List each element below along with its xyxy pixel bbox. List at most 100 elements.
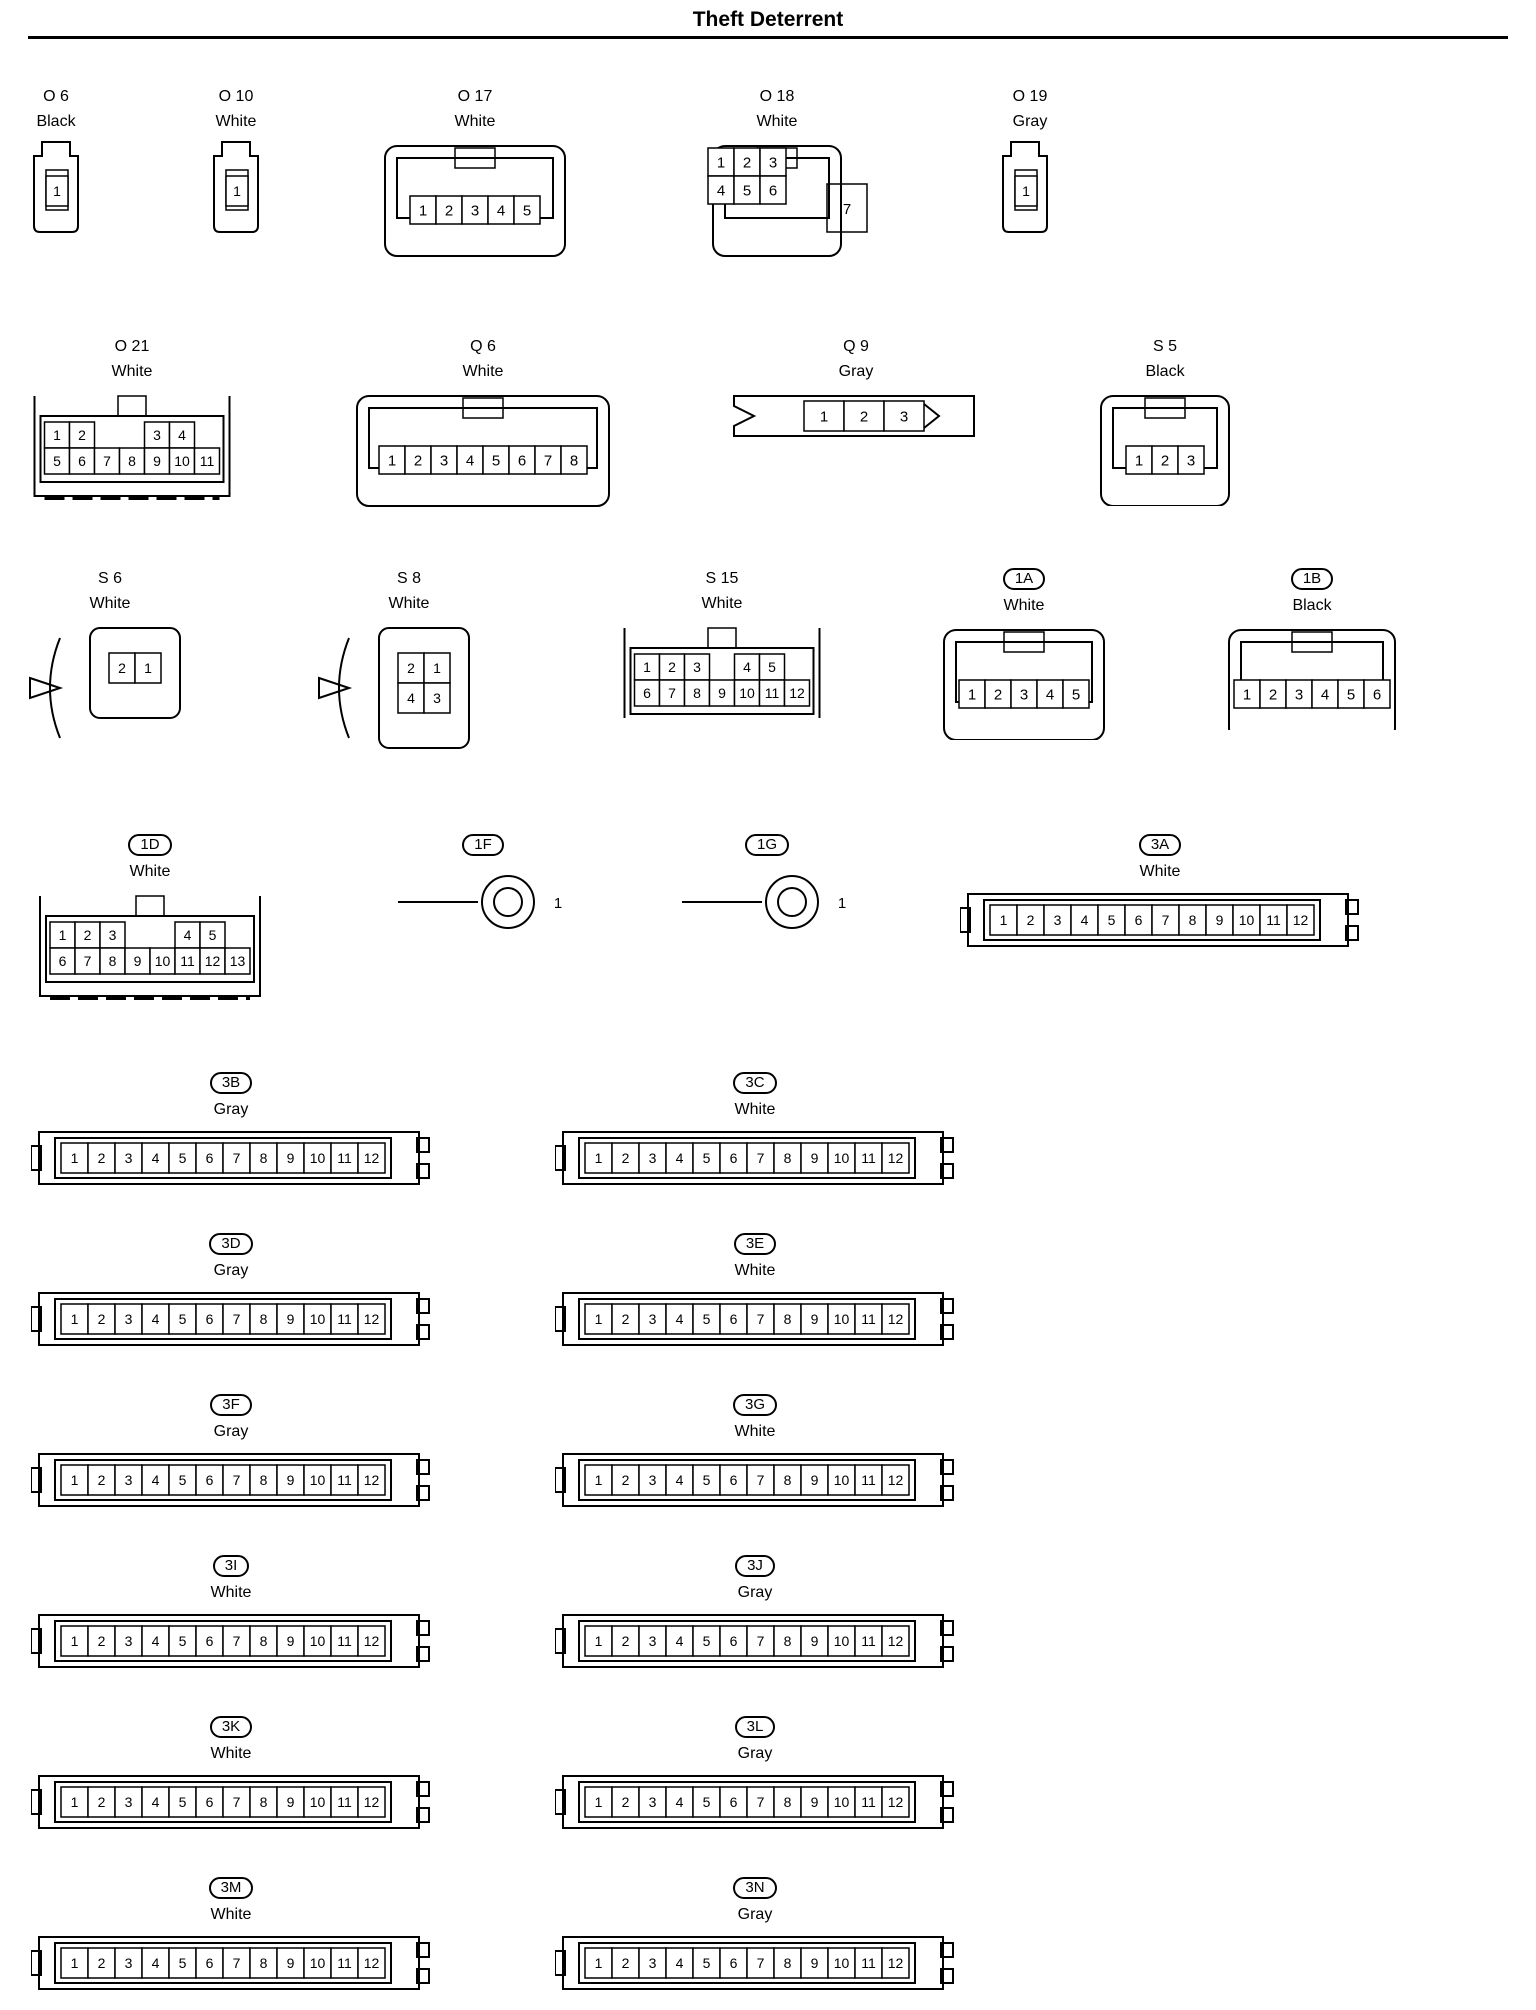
pin-cell — [1097, 904, 1126, 936]
connector-outline — [983, 899, 1321, 941]
pin-label: 1 — [71, 1311, 79, 1327]
pin-label: 1 — [1243, 686, 1251, 703]
pin-label: 7 — [233, 1472, 241, 1488]
pin-label: 12 — [205, 953, 221, 969]
pin-cell — [692, 1786, 721, 1818]
pin-label: 2 — [622, 1311, 630, 1327]
pin-cell — [854, 1947, 883, 1979]
pin-label: 11 — [200, 453, 215, 469]
connector-id: S 15 — [705, 570, 739, 587]
connector-outline — [31, 1467, 42, 1493]
pin-cell — [719, 1625, 748, 1657]
connector-color: White — [111, 363, 153, 380]
pin-cell — [708, 679, 736, 707]
pin-label: 4 — [184, 927, 192, 943]
pin-cell — [397, 652, 425, 684]
pin-label: 8 — [109, 953, 117, 969]
connector-color: White — [454, 113, 496, 130]
pin-label: 7 — [233, 1150, 241, 1166]
pin-label: 1 — [595, 1472, 603, 1488]
pin-label: 1 — [643, 659, 651, 675]
ring-terminal — [765, 875, 819, 929]
pin-label: 4 — [1081, 912, 1089, 928]
pin-label: 10 — [310, 1150, 326, 1166]
pin-cell — [249, 1464, 278, 1496]
pin-label: 3 — [1187, 452, 1195, 469]
pin-cell — [141, 1303, 170, 1335]
pin-label: 4 — [676, 1633, 684, 1649]
connector-1f: 1F 1 — [388, 834, 578, 942]
pin-label: 4 — [178, 427, 186, 443]
pin-label: 12 — [364, 1794, 380, 1810]
connector-id: 3L — [734, 1716, 776, 1738]
pin-label: 3 — [125, 1311, 133, 1327]
pin-label: 10 — [834, 1311, 850, 1327]
connector-color: Black — [1145, 363, 1185, 380]
pin-cell — [1010, 679, 1038, 709]
pin-label: 7 — [843, 201, 851, 218]
pin-label: 3 — [649, 1311, 657, 1327]
pin-label: 9 — [811, 1150, 819, 1166]
pin-label: 3 — [900, 408, 908, 425]
pin-label: 11 — [861, 1472, 876, 1488]
pin-label: 10 — [310, 1472, 326, 1488]
connector-outline — [416, 1163, 430, 1179]
pin-label: 1 — [968, 686, 976, 703]
connector-latch — [117, 395, 147, 417]
pin-label: 13 — [230, 953, 246, 969]
connector-outline — [38, 1131, 420, 1185]
connector-outline — [416, 1324, 430, 1340]
connector-outline — [38, 1292, 420, 1346]
pin-label: 2 — [622, 1955, 630, 1971]
pin-label: 5 — [1072, 686, 1080, 703]
pin-label: 2 — [622, 1633, 630, 1649]
pin-cell — [303, 1625, 332, 1657]
pin-label: 11 — [1266, 912, 1281, 928]
pin-cell — [1062, 679, 1090, 709]
page-title: Theft Deterrent — [692, 8, 844, 31]
pin-cell — [114, 1464, 143, 1496]
pin-label: 12 — [888, 1472, 904, 1488]
connector-latch — [707, 627, 737, 649]
pin-cell — [584, 1464, 613, 1496]
pin-cell — [45, 175, 69, 207]
pin-label: 11 — [337, 1150, 352, 1166]
pin-cell — [773, 1142, 802, 1174]
pin-label: 3 — [471, 202, 479, 219]
connector-id: 3E — [733, 1233, 777, 1255]
connector-outline — [38, 1936, 420, 1990]
pin-label: 6 — [730, 1150, 738, 1166]
pin-label: 7 — [757, 1633, 765, 1649]
pin-cell — [430, 445, 458, 475]
pin-label: 8 — [784, 1472, 792, 1488]
pin-label: 7 — [103, 453, 111, 469]
connector-latch — [1003, 631, 1045, 653]
pin-label: 4 — [407, 690, 415, 706]
pin-label: 6 — [643, 685, 651, 701]
pin-label: 8 — [260, 1955, 268, 1971]
pin-cell — [195, 1625, 224, 1657]
connector-outline — [1228, 629, 1396, 730]
pin-label: 1 — [595, 1633, 603, 1649]
pin-cell — [357, 1464, 386, 1496]
connector-outline — [31, 1950, 42, 1976]
connector-outline — [940, 1298, 954, 1314]
pin-label: 1 — [433, 660, 441, 676]
pin-label: 12 — [789, 685, 805, 701]
pin-cell — [719, 1303, 748, 1335]
pin-label: 3 — [1020, 686, 1028, 703]
connector-drawing: 1 — [213, 141, 259, 233]
pin-cell — [827, 1625, 856, 1657]
pin-cell — [881, 1786, 910, 1818]
pin-cell — [423, 682, 451, 714]
pin-label: 7 — [757, 1955, 765, 1971]
pin-cell — [611, 1464, 640, 1496]
pin-label: 6 — [206, 1794, 214, 1810]
connector-outline — [31, 1145, 42, 1171]
connector-o19: O 19 Gray 1 — [994, 88, 1066, 246]
connector-id: 1F — [462, 834, 504, 856]
connector-color: White — [89, 595, 131, 612]
